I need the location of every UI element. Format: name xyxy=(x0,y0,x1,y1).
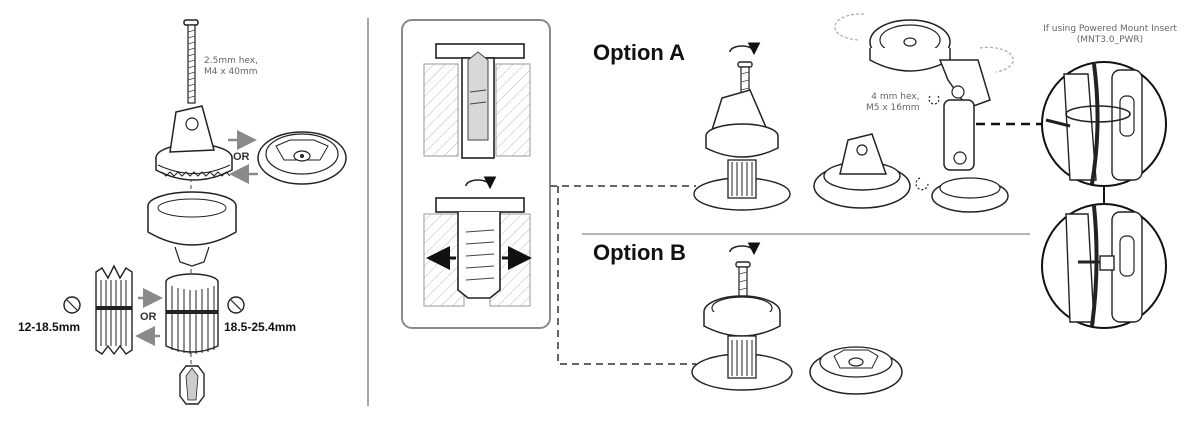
hex-label: 4 mm hex, M5 x 16mm xyxy=(866,92,920,114)
option-b-title: Option B xyxy=(593,240,686,265)
flat-mount-standalone xyxy=(809,346,903,395)
clamp-collar xyxy=(147,191,237,267)
screw-label-line1: 2.5mm hex, xyxy=(204,56,258,66)
hex-label-line1: 4 mm hex, xyxy=(871,92,920,102)
size-large-label: 18.5-25.4mm xyxy=(224,320,297,334)
zoom-circle-top xyxy=(1041,61,1167,187)
hex-label-line2: M5 x 16mm xyxy=(866,103,920,113)
diameter-icon-small xyxy=(63,296,81,314)
diameter-icon-large xyxy=(227,296,245,314)
connector-option-b xyxy=(557,186,696,365)
expansion-inset xyxy=(401,19,551,329)
screw-label: 2.5mm hex, M4 x 40mm xyxy=(204,56,258,78)
gopro-mount-standalone xyxy=(813,133,911,209)
long-screw xyxy=(183,19,199,104)
option-b-assembly xyxy=(691,242,793,391)
extended-arm-mount xyxy=(834,13,1014,213)
size-small-label: 12-18.5mm xyxy=(18,320,81,334)
wedge-nut xyxy=(179,365,205,405)
or-label-bottom: OR xyxy=(140,311,157,323)
left-exploded-view xyxy=(63,19,347,405)
large-shim xyxy=(165,273,219,354)
small-shim xyxy=(95,264,133,356)
screw-label-line2: M4 x 40mm xyxy=(204,67,258,77)
gopro-adapter xyxy=(155,105,233,181)
rotate-arrow-inset xyxy=(465,176,497,190)
powered-mount-note: If using Powered Mount Insert (MNT3.0_PW… xyxy=(1040,24,1180,46)
option-a-assembly xyxy=(693,42,791,211)
powered-line1: If using Powered Mount Insert xyxy=(1043,24,1177,34)
or-label-top: OR xyxy=(233,151,250,163)
flat-mount-disk xyxy=(257,131,347,185)
zoom-circle-bottom xyxy=(1041,203,1167,329)
powered-line2: (MNT3.0_PWR) xyxy=(1076,35,1144,45)
option-a-title: Option A xyxy=(593,40,686,65)
